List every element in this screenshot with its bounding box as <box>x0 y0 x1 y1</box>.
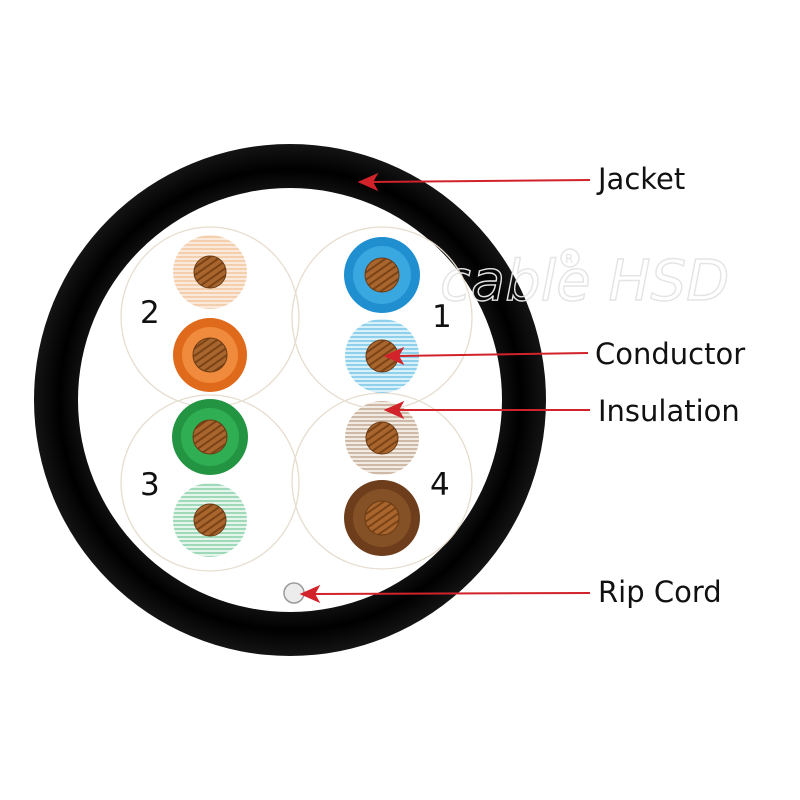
pair-3-white-green-wire <box>173 483 247 557</box>
pair-3-outline <box>120 394 300 572</box>
pair-4-white-brown-wire <box>345 401 419 475</box>
svg-text:R: R <box>565 252 573 266</box>
leader-lines <box>299 172 591 604</box>
pair-4-number: 4 <box>430 467 450 503</box>
rip-cord-leader-line <box>299 584 591 604</box>
conductor-leader-line <box>383 346 589 366</box>
insulation-label: Insulation <box>598 394 740 428</box>
watermark-text: cable HSD <box>440 249 729 314</box>
pair-2-orange-wire <box>173 318 247 392</box>
pair-2-number: 2 <box>140 295 160 331</box>
pair-1-white-blue-wire <box>345 319 419 393</box>
rip-cord <box>283 582 305 604</box>
pair-4-brown-wire <box>344 480 420 556</box>
pair-1-blue-wire <box>344 237 420 313</box>
jacket-label: Jacket <box>596 162 685 196</box>
pair-2-white-orange-wire <box>173 235 247 309</box>
jacket-leader-line <box>357 172 591 192</box>
pair-3-green-wire <box>172 399 248 475</box>
pair-3-number: 3 <box>140 467 160 503</box>
conductor-label: Conductor <box>595 337 745 371</box>
insulation-leader-line <box>383 400 590 420</box>
cable-jacket <box>34 144 546 656</box>
registered-mark-icon: R <box>560 248 580 268</box>
rip-cord-label: Rip Cord <box>598 575 722 609</box>
cablehsd-watermark: cable HSD R <box>439 248 730 315</box>
pair-1-number: 1 <box>432 299 452 335</box>
